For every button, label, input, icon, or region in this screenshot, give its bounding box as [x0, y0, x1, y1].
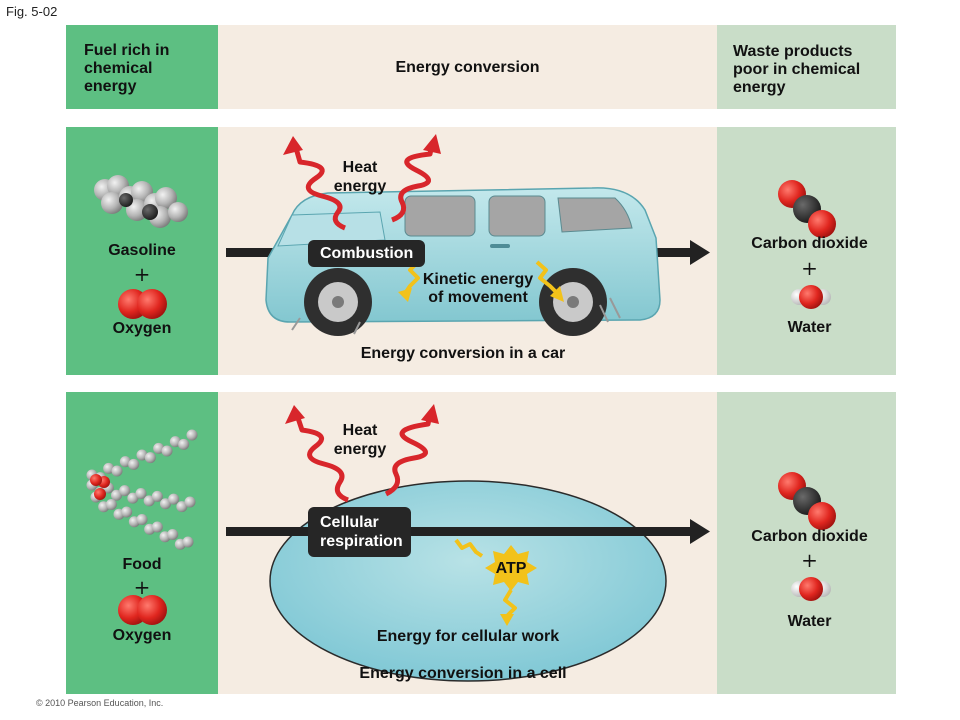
heat-arrow-icon — [285, 405, 349, 503]
plus-sign: + — [133, 575, 151, 599]
fuel-label: Food — [122, 556, 162, 573]
food-atom — [119, 485, 131, 497]
oxygen-molecule-icon — [118, 595, 167, 625]
food-atom — [136, 449, 148, 461]
plus-sign: + — [801, 548, 818, 572]
food-atom — [151, 490, 163, 502]
food-atom — [103, 462, 115, 474]
header-fuel-text: Fuel rich in chemical energy — [84, 42, 170, 95]
cell-energy-arrow — [226, 519, 710, 544]
car-fuel-panel — [66, 127, 218, 375]
food-atom — [119, 456, 131, 468]
heat-arrow-icon — [283, 136, 347, 231]
food-atom — [178, 438, 190, 450]
water-molecule-icon — [791, 577, 831, 601]
oxygen-molecule-icon — [118, 289, 167, 319]
plus-sign: + — [801, 256, 818, 280]
plus-sign: + — [133, 262, 151, 286]
carbon-dioxide-label: Carbon dioxide — [751, 528, 868, 545]
food-molecule-icon — [86, 429, 198, 550]
food-atom — [136, 514, 148, 525]
atp-label: ATP — [495, 560, 527, 577]
food-atom — [135, 488, 147, 499]
car-waste-panel — [717, 127, 896, 375]
atp-input-arrow-icon — [454, 538, 484, 558]
copyright-text: © 2010 Pearson Education, Inc. — [36, 698, 164, 708]
food-atom — [144, 452, 156, 464]
figure-label: Fig. 5-02 — [6, 4, 58, 19]
food-atom — [186, 429, 198, 441]
carbon-dioxide-molecule-icon — [778, 472, 836, 530]
kinetic-arrow-icon — [398, 260, 420, 302]
food-atom — [182, 536, 194, 548]
header-waste-panel — [717, 25, 896, 109]
oxygen-label: Oxygen — [112, 627, 172, 644]
process-label-cellular-respiration: Cellular respiration — [308, 507, 411, 557]
carbon-dioxide-molecule-icon — [778, 180, 836, 238]
gasoline-molecule-icon — [94, 175, 188, 228]
food-atom — [143, 495, 155, 507]
water-molecule-icon — [791, 285, 831, 309]
heat-energy-label: Heat energy — [333, 422, 387, 458]
kinetic-energy-label: Kinetic energy of movement — [422, 271, 534, 306]
food-atom — [111, 489, 122, 501]
heat-energy-label: Heat energy — [333, 159, 387, 195]
food-atom — [153, 442, 165, 454]
food-atom — [167, 529, 179, 540]
food-atom — [161, 445, 173, 457]
heat-arrow-icon — [391, 134, 441, 223]
food-atom — [169, 436, 181, 448]
header-fuel-panel — [66, 25, 218, 109]
heat-arrow-icon — [384, 404, 439, 497]
header-conversion-panel — [218, 25, 717, 109]
fuel-label: Gasoline — [108, 242, 176, 259]
work-arrow-icon — [500, 588, 517, 626]
food-oxygen-atom — [94, 488, 106, 500]
cellular-work-label: Energy for cellular work — [376, 628, 560, 645]
header-waste-text: Waste products poor in chemical energy — [733, 43, 861, 96]
oxygen-label: Oxygen — [112, 320, 172, 337]
cell-caption: Energy conversion in a cell — [359, 665, 567, 682]
carbon-dioxide-label: Carbon dioxide — [751, 235, 868, 252]
food-atom — [176, 501, 188, 513]
header-conversion-text: Energy conversion — [395, 59, 540, 76]
food-atom — [184, 496, 196, 508]
water-label: Water — [787, 319, 832, 336]
car-caption: Energy conversion in a car — [360, 345, 566, 362]
water-label: Water — [787, 613, 832, 630]
food-atom — [127, 492, 139, 504]
food-atom — [111, 465, 123, 477]
kinetic-arrow-icon — [535, 260, 564, 302]
cell-waste-panel — [717, 392, 896, 694]
food-atom — [151, 521, 163, 533]
food-atom — [105, 499, 117, 510]
atp-burst-icon — [485, 545, 537, 591]
food-atom — [128, 458, 140, 470]
food-atom — [121, 506, 133, 518]
process-label-combustion: Combustion — [308, 240, 426, 267]
food-atom — [160, 498, 171, 510]
food-oxygen-atom — [90, 474, 102, 486]
food-atom — [168, 493, 180, 505]
car-icon — [265, 187, 661, 336]
